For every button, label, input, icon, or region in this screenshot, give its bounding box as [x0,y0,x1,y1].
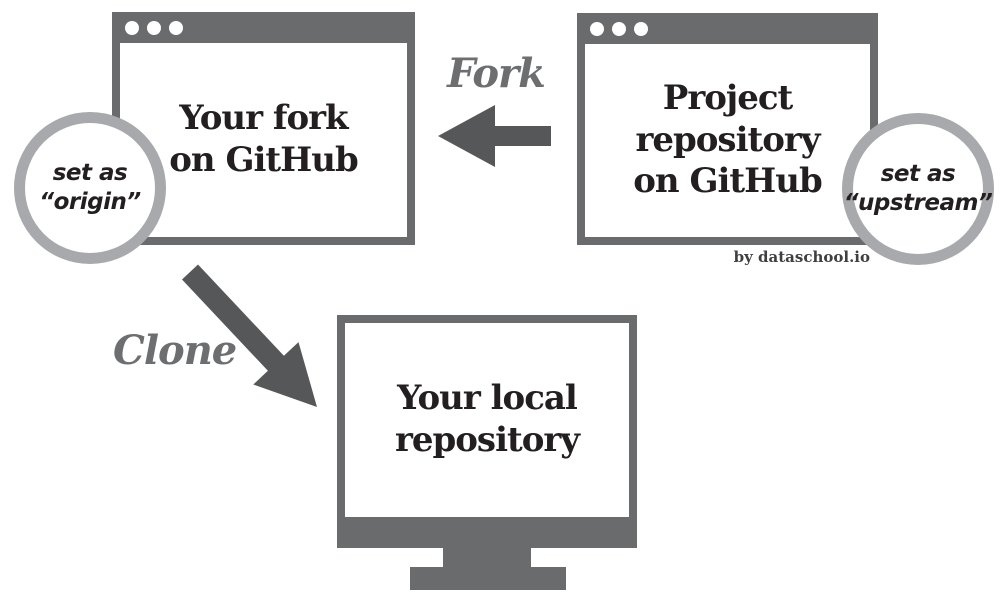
fork-window-title-line1: Your fork [179,98,348,139]
project-window-titlebar [577,13,878,44]
fork-window-titlebar [112,12,415,43]
upstream-badge-line1: set as [880,161,956,188]
project-window-title-line2: repository [635,119,820,160]
local-repo-label-line2: repository [394,420,580,460]
window-dot-icon [147,20,161,35]
window-dot-icon [169,20,183,35]
credit-text: by dataschool.io [733,248,870,266]
monitor-base [410,567,566,590]
fork-window-title-line2: on GitHub [169,140,359,180]
clone-arrow-label: Clone [113,327,237,374]
window-dot-icon [125,20,139,35]
origin-badge-line2: “origin” [39,189,141,215]
project-window-content: Project repository on GitHub [585,44,870,237]
project-window-title-line3: on GitHub [633,161,823,202]
window-dot-icon [634,21,648,36]
local-monitor: Your local repository [337,315,637,548]
upstream-badge-line2: “upstream” [843,190,993,216]
local-repo-label-line1: Your local [397,378,578,419]
origin-badge: set as “origin” [14,112,166,264]
origin-badge-line1: set as [52,160,128,187]
window-dot-icon [612,21,626,36]
project-window-title-line1: Project [662,77,793,118]
fork-arrow-label: Fork [447,50,546,97]
window-dot-icon [590,21,604,36]
monitor-screen: Your local repository [345,323,629,517]
fork-arrow-icon [438,105,551,167]
project-window: Project repository on GitHub [577,13,878,245]
upstream-badge: set as “upstream” [842,113,994,265]
fork-window-content: Your fork on GitHub [120,43,407,237]
monitor-stand [443,548,531,567]
